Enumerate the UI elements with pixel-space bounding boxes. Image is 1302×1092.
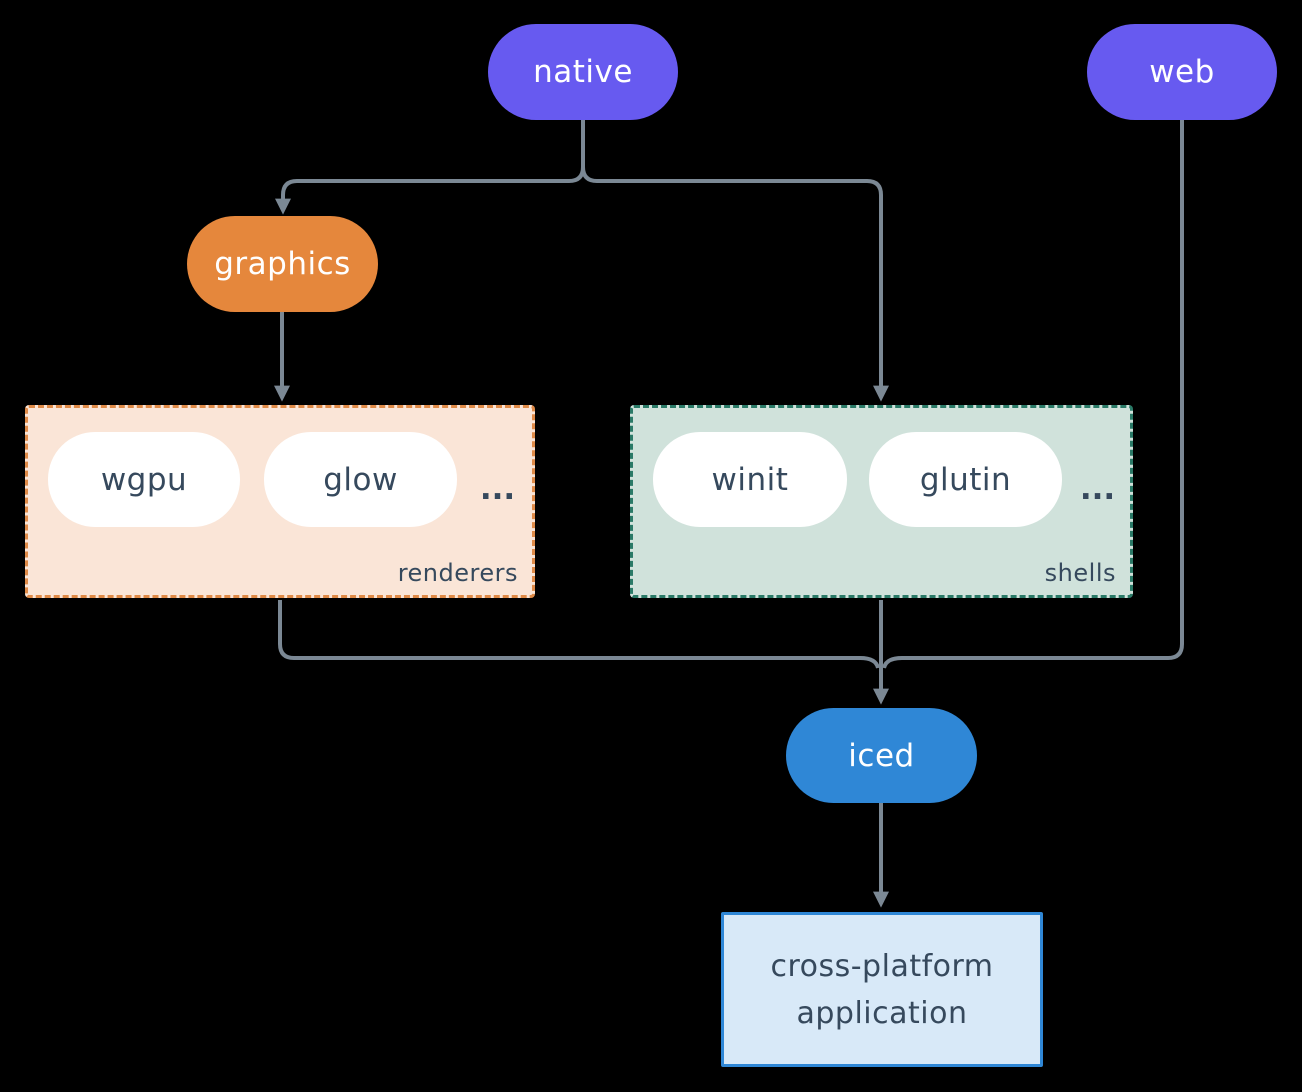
node-iced-label: iced <box>848 737 915 774</box>
group-label-renderers: renderers <box>397 559 518 587</box>
node-glow: glow <box>264 432 457 527</box>
edge-native-to-shells <box>581 120 889 402</box>
node-wgpu: wgpu <box>48 432 240 527</box>
renderers-ellipsis: ... <box>479 471 516 507</box>
shells-ellipsis: ... <box>1079 471 1116 507</box>
node-glutin: glutin <box>869 432 1062 527</box>
node-winit-label: winit <box>711 461 789 498</box>
edge-native-to-graphics <box>275 120 585 215</box>
node-graphics-label: graphics <box>214 246 351 282</box>
node-glow-label: glow <box>323 461 398 498</box>
group-label-shells: shells <box>1044 559 1116 587</box>
edge-web-to-iced <box>882 120 1184 669</box>
node-web-label: web <box>1149 54 1215 90</box>
application-label: cross-platform application <box>770 948 994 1031</box>
node-web: web <box>1087 24 1277 120</box>
node-application: cross-platform application <box>721 912 1043 1067</box>
node-winit: winit <box>653 432 847 527</box>
node-iced: iced <box>786 708 977 803</box>
node-native: native <box>488 24 678 120</box>
group-renderers: wgpu glow ... renderers <box>25 405 535 598</box>
node-native-label: native <box>533 54 633 90</box>
node-glutin-label: glutin <box>919 461 1012 498</box>
node-graphics: graphics <box>187 216 378 312</box>
edge-renderers-to-iced <box>278 600 880 669</box>
group-shells: winit glutin ... shells <box>630 405 1133 598</box>
node-wgpu-label: wgpu <box>100 461 188 498</box>
